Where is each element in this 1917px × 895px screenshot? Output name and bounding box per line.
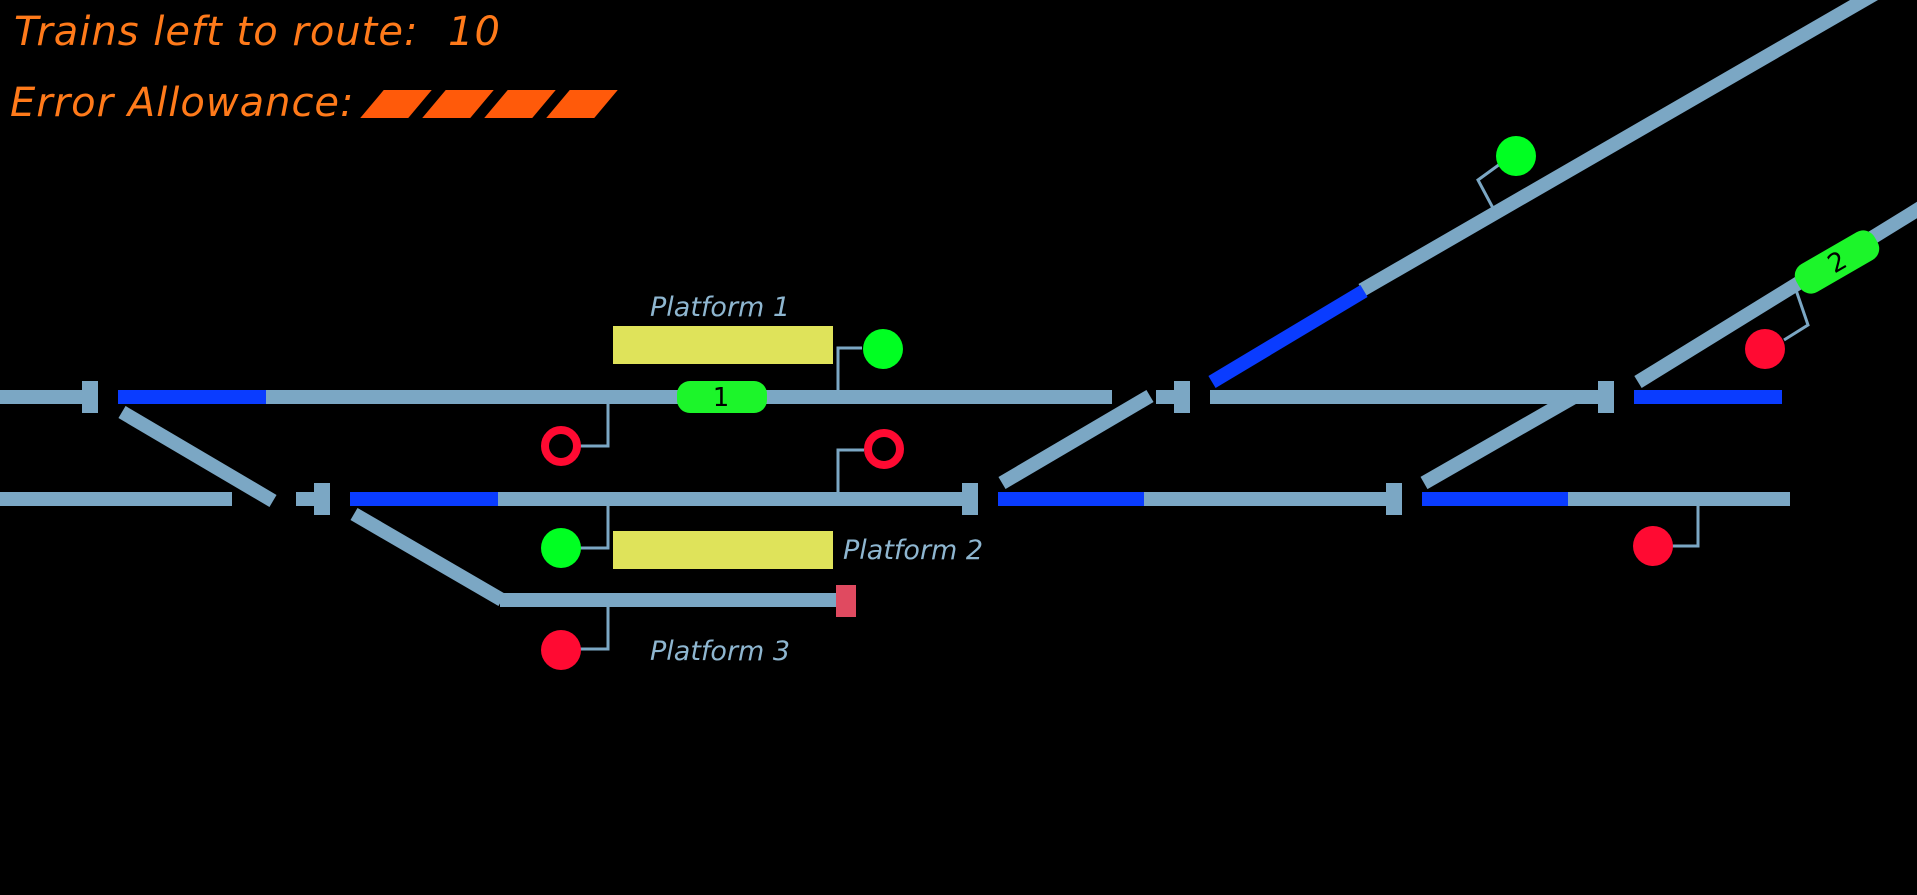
signal-post [836,346,862,390]
track-segment[interactable] [1144,492,1388,506]
signal-red-hollow[interactable] [541,426,581,466]
track-segment[interactable] [1210,390,1608,404]
points-platform-3[interactable] [350,507,506,607]
hud-panel: Trains left to route: 10 Error Allowance… [0,0,1917,140]
signal-post [576,506,610,550]
track-joint [962,483,978,515]
train-2-body[interactable] [1790,226,1884,299]
track-segment-occupied[interactable] [350,492,500,506]
points-crossover-west[interactable] [118,405,277,508]
track-segment[interactable] [296,492,316,506]
signal-green[interactable] [863,329,903,369]
track-joint [1386,483,1402,515]
signal-post [576,607,610,651]
track-row-3 [500,585,856,617]
track-segment-occupied[interactable] [118,390,268,404]
platform-1 [613,326,833,364]
track-segment[interactable] [500,593,838,607]
track-segment[interactable] [0,492,232,506]
junction-points [118,0,1917,607]
track-joint [314,483,330,515]
track-row-2 [0,483,1790,515]
signal-red[interactable] [1633,526,1673,566]
signals [541,136,1785,670]
track-segment[interactable] [0,390,84,404]
points-east-branch[interactable] [1634,201,1917,388]
signal-green[interactable] [1496,136,1536,176]
platforms: Platform 1 Platform 2 Platform 3 [613,292,983,667]
signal-red[interactable] [541,630,581,670]
signal-red-hollow[interactable] [864,429,904,469]
train-2[interactable]: 2 [1790,226,1884,299]
track-segment-occupied[interactable] [1422,492,1570,506]
signal-red[interactable] [1745,329,1785,369]
track-segment-occupied[interactable] [1208,284,1368,389]
track-joint [1174,381,1190,413]
signal-post [576,404,610,448]
signal-post [1476,162,1501,211]
train-1[interactable]: 1 [677,381,767,413]
platform-1-label: Platform 1 [650,292,790,323]
train-1-number: 1 [713,383,730,413]
points-crossover-east[interactable] [1420,390,1578,490]
track-joint [82,381,98,413]
train-1-body[interactable] [677,381,767,413]
points-north-branch[interactable] [1358,0,1890,297]
signal-post [1670,506,1700,548]
track-segment[interactable] [498,492,964,506]
signal-green[interactable] [541,528,581,568]
track-segment-occupied[interactable] [1634,390,1782,404]
track-row-1 [0,381,1782,413]
platform-3-label: Platform 3 [650,636,790,667]
track-segment-occupied[interactable] [998,492,1146,506]
points-crossover-mid[interactable] [998,389,1154,490]
signal-post [836,448,864,492]
signal-posts [576,162,1810,651]
error-allowance-label: Error Allowance: [10,80,355,126]
track-segment[interactable] [1568,492,1790,506]
track-joint [1598,381,1614,413]
signal-post [1783,289,1810,342]
platform-2-label: Platform 2 [843,535,983,566]
trains-left-label: Trains left to route: [14,9,419,55]
buffer-stop [836,585,856,617]
trains-left-count: 10 [448,9,501,55]
platform-2 [613,531,833,569]
